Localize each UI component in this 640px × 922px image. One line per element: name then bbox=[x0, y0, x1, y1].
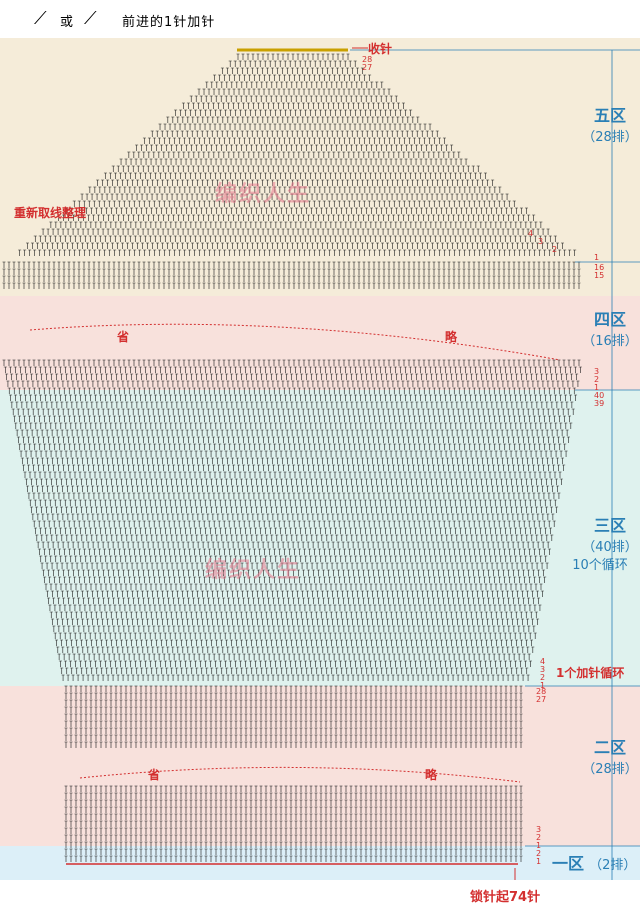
watermark-top: 编织人生 bbox=[215, 182, 312, 207]
zone3-rows: （40排） bbox=[582, 540, 638, 555]
increase-symbol-a: ⟋ bbox=[34, 8, 47, 29]
omit-left-bottom: 省 bbox=[148, 768, 161, 782]
row-num: 4 bbox=[528, 229, 534, 238]
row-num: 2 bbox=[552, 245, 558, 254]
increase-cycle-label: 1个加针循环 bbox=[556, 666, 625, 680]
or-label: 或 bbox=[60, 15, 74, 30]
row-num: 4 bbox=[540, 657, 546, 666]
zone1-name: 一区 bbox=[552, 854, 585, 873]
row-numbers-zone1: 3 2 1 2 1 bbox=[536, 826, 541, 866]
zone1-background bbox=[0, 846, 640, 880]
zone-scale bbox=[350, 49, 640, 880]
row-num: 2 bbox=[594, 375, 600, 384]
row-numbers-zone5-side: 4 3 2 1 bbox=[528, 230, 599, 262]
zone2-background bbox=[0, 686, 640, 846]
increase-symbol-b: ⟋ bbox=[84, 8, 97, 29]
zone5-background bbox=[0, 38, 640, 296]
row-numbers-zone3-mid: 40 39 bbox=[594, 392, 604, 408]
row-num: 3 bbox=[540, 665, 546, 674]
zone3-note: 10个循环 bbox=[572, 558, 628, 573]
omit-right-bottom: 略 bbox=[425, 768, 438, 782]
row-num: 27 bbox=[362, 63, 373, 72]
row-num: 1 bbox=[594, 253, 600, 262]
row-num: 39 bbox=[594, 399, 605, 408]
row-numbers-zone4: 16 15 bbox=[594, 264, 604, 280]
row-num: 3 bbox=[594, 367, 600, 376]
zone4-rows: （16排） bbox=[582, 334, 638, 349]
rejoin-label: 重新取线整理 bbox=[14, 206, 87, 220]
zone1-label: 一区 （2排） bbox=[552, 850, 636, 874]
row-num: 15 bbox=[594, 271, 605, 280]
row-num: 3 bbox=[536, 825, 542, 834]
omit-left-top: 省 bbox=[117, 330, 130, 344]
zone5-rows: （28排） bbox=[582, 130, 638, 145]
row-numbers-zone2: 28 27 bbox=[536, 688, 546, 704]
zone2-name: 二区 bbox=[593, 738, 626, 757]
zone4-label: 四区 （16排） bbox=[580, 306, 640, 349]
zone3-label: 三区 （40排） bbox=[580, 512, 640, 555]
zone2-label: 二区 （28排） bbox=[580, 734, 640, 777]
row-numbers-zone5-top: 28 27 bbox=[362, 56, 372, 72]
row-num: 16 bbox=[594, 263, 605, 272]
row-num: 1 bbox=[536, 857, 542, 866]
row-num: 1 bbox=[540, 681, 546, 690]
watermark-mid: 编织人生 bbox=[205, 558, 302, 583]
row-numbers-zone3-bottom: 4 3 2 1 bbox=[540, 658, 545, 690]
row-num: 3 bbox=[538, 237, 544, 246]
chain-start-label: 锁针起74针 bbox=[470, 890, 541, 905]
row-num: 40 bbox=[594, 391, 605, 400]
header-caption: 前进的1针加针 bbox=[122, 15, 216, 30]
omit-right-top: 略 bbox=[445, 330, 458, 344]
zone5-name: 五区 bbox=[593, 106, 626, 125]
row-num: 2 bbox=[536, 849, 542, 858]
decrease-label: 收针 bbox=[368, 42, 393, 56]
row-num: 28 bbox=[362, 55, 373, 64]
zone3-name: 三区 bbox=[593, 516, 626, 535]
row-num: 2 bbox=[540, 673, 546, 682]
header: ⟋ 或 ⟋ 前进的1针加针 bbox=[0, 0, 640, 38]
omit-curve-top bbox=[29, 323, 561, 361]
row-num: 2 bbox=[536, 833, 542, 842]
row-num: 1 bbox=[536, 841, 542, 850]
row-num: 28 bbox=[536, 687, 547, 696]
zone5-label: 五区 （28排） bbox=[580, 102, 640, 145]
row-num: 1 bbox=[594, 383, 600, 392]
zone1-rows: （2排） bbox=[589, 858, 637, 873]
row-num: 27 bbox=[536, 695, 547, 704]
zone4-name: 四区 bbox=[593, 310, 626, 329]
zone2-rows: （28排） bbox=[582, 762, 638, 777]
omit-curve-bottom bbox=[79, 766, 521, 783]
row-numbers-zone3-top: 3 2 1 bbox=[594, 368, 599, 392]
